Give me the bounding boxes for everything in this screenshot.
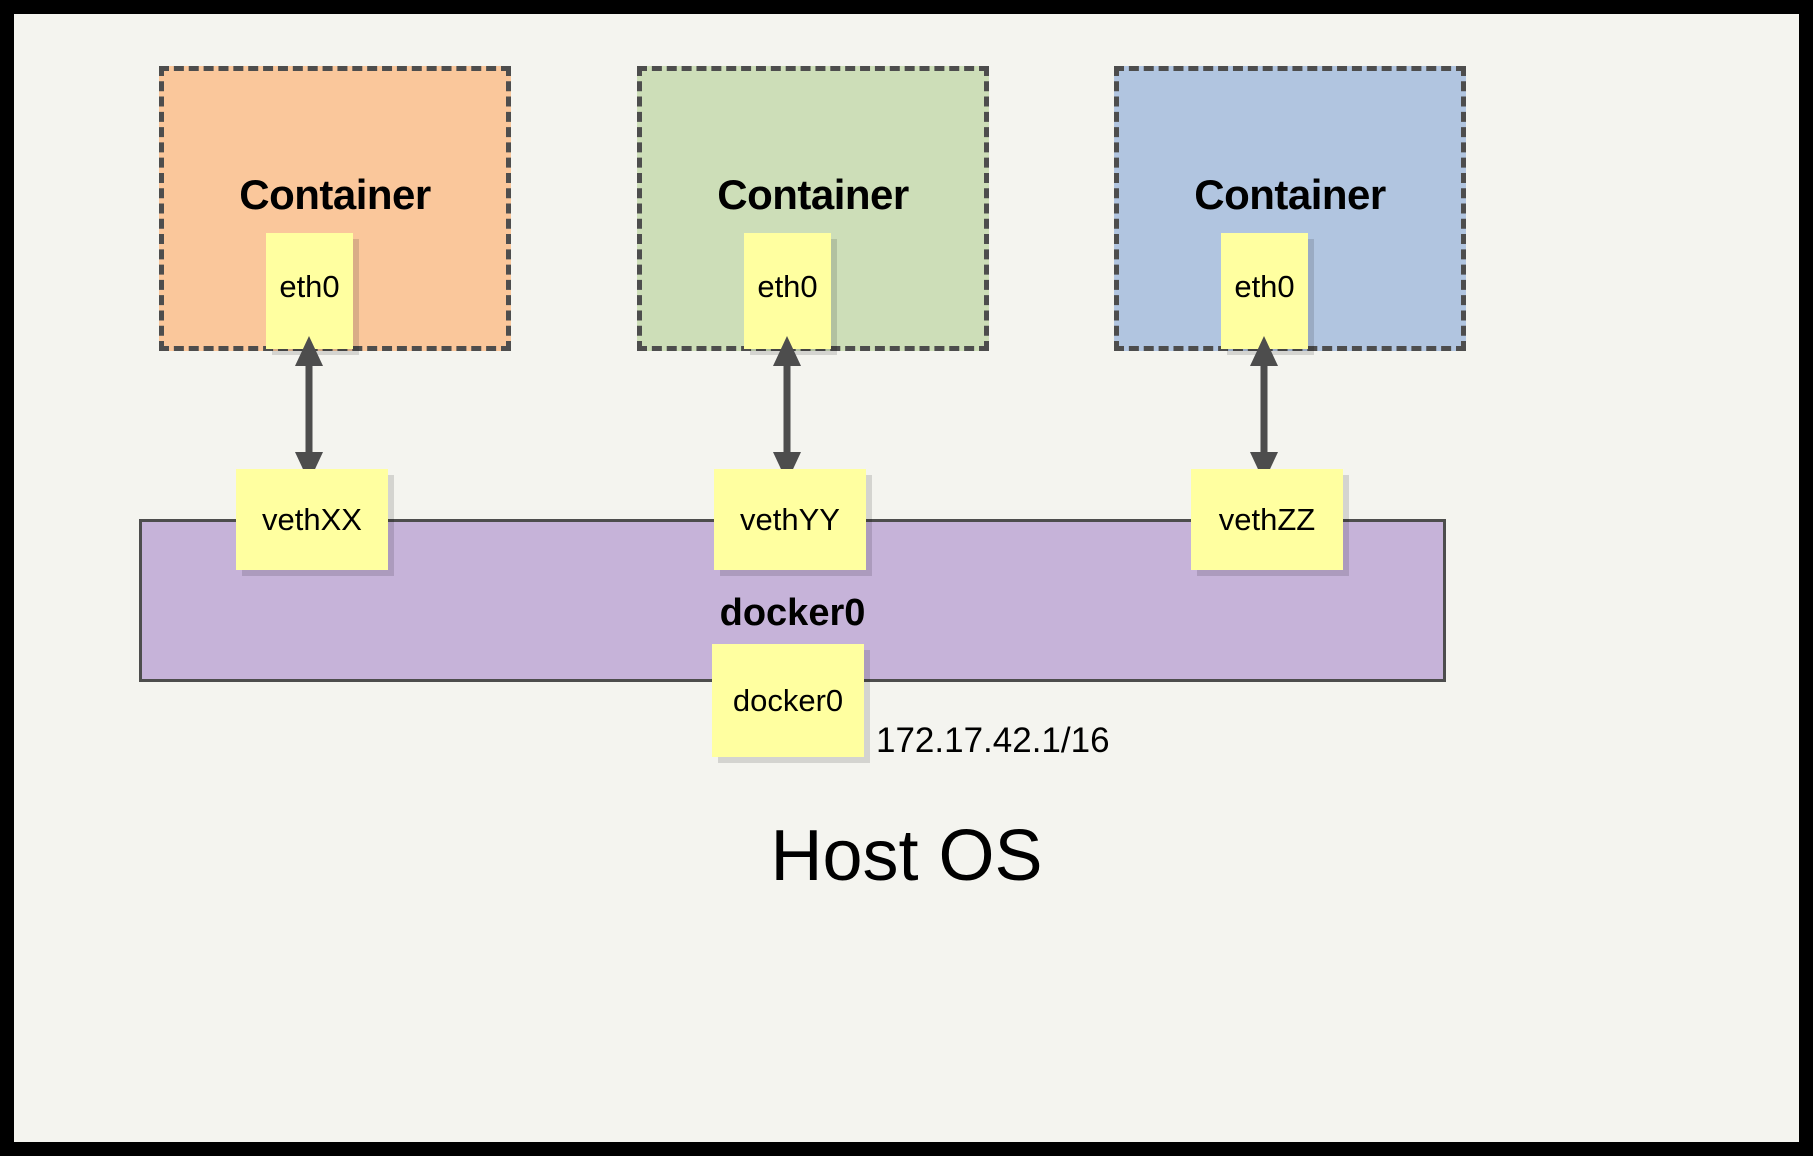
veth-label-2: vethYY (740, 502, 840, 537)
container-title-3: Container (1194, 171, 1386, 218)
veth-label-3: vethZZ (1218, 502, 1316, 537)
eth0-interface-2: eth0 (744, 233, 831, 349)
veth-interface-1: vethXX (236, 469, 388, 570)
veth-pair-arrow-3 (1250, 336, 1278, 482)
veth-pair-arrow-1 (295, 336, 323, 482)
eth0-interface-1: eth0 (266, 233, 353, 349)
eth0-label-1: eth0 (279, 269, 340, 304)
container-title-1: Container (239, 171, 431, 218)
docker0-bridge-label: docker0 (719, 592, 866, 634)
veth-label-1: vethXX (262, 502, 362, 537)
docker0-interface-box: docker0 (712, 644, 864, 757)
container-title-2: Container (717, 171, 909, 218)
veth-pair-arrow-2 (773, 336, 801, 482)
host-os-label: Host OS (770, 816, 1043, 896)
docker0-interface-label: docker0 (732, 683, 844, 718)
eth0-label-2: eth0 (757, 269, 818, 304)
docker0-ip-address: 172.17.42.1/16 (876, 721, 1110, 760)
veth-interface-3: vethZZ (1191, 469, 1343, 570)
eth0-interface-3: eth0 (1221, 233, 1308, 349)
eth0-label-3: eth0 (1234, 269, 1295, 304)
host-os-canvas: Container eth0 Container eth0 Container … (14, 14, 1799, 1142)
veth-interface-2: vethYY (714, 469, 866, 570)
